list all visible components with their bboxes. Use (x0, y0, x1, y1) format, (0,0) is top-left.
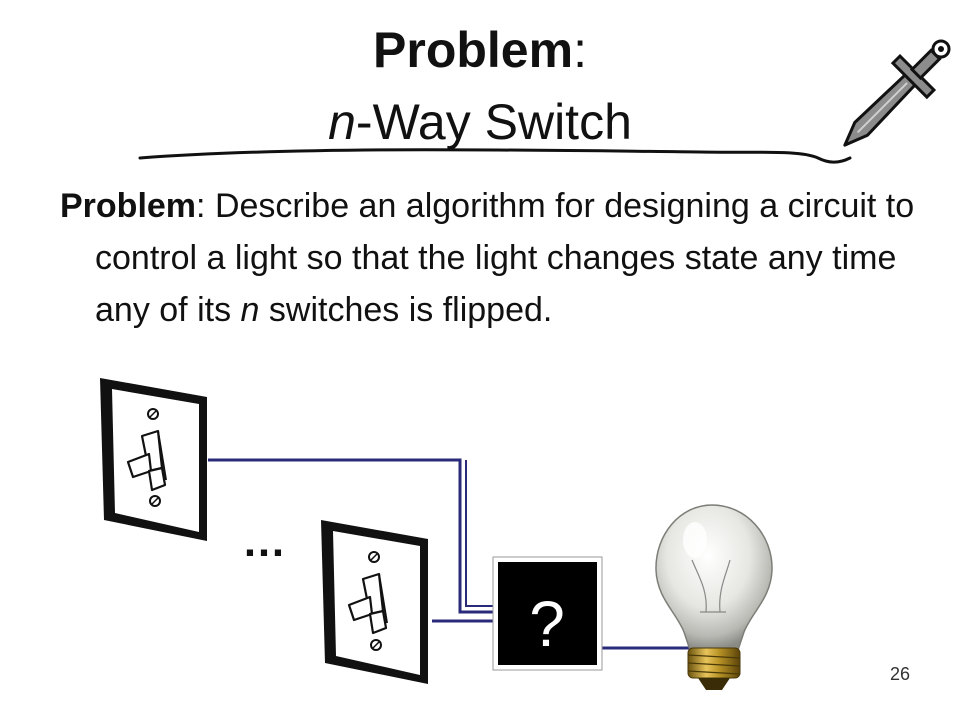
problem-statement: Problem: Describe an algorithm for desig… (60, 180, 945, 336)
slide-number: 26 (889, 664, 911, 684)
unknown-circuit-box (492, 556, 603, 671)
title-colon: : (573, 22, 587, 78)
page-subtitle: n-Way Switch (0, 92, 960, 152)
problem-text-2: switches is flipped. (259, 291, 553, 329)
title-bold: Problem (373, 22, 574, 78)
problem-n: n (240, 291, 260, 329)
title-rest: -Way Switch (355, 94, 632, 150)
ellipsis-text: … (242, 517, 286, 566)
light-switch-icon (321, 520, 428, 684)
wire-switch1-to-box (208, 458, 495, 614)
page-title: Problem: (0, 22, 960, 78)
light-bulb-icon (655, 504, 773, 690)
circuit-wires (208, 458, 690, 650)
title-underline (138, 148, 852, 164)
question-mark-text: ? (529, 588, 565, 660)
problem-text-1: : Describe an algorithm for designing a … (95, 187, 915, 329)
wire-switch1-to-box-inner (465, 460, 495, 607)
light-switch-icon (100, 378, 207, 541)
problem-label: Problem (60, 187, 197, 225)
sword-icon (843, 39, 951, 147)
title-n: n (328, 94, 356, 150)
